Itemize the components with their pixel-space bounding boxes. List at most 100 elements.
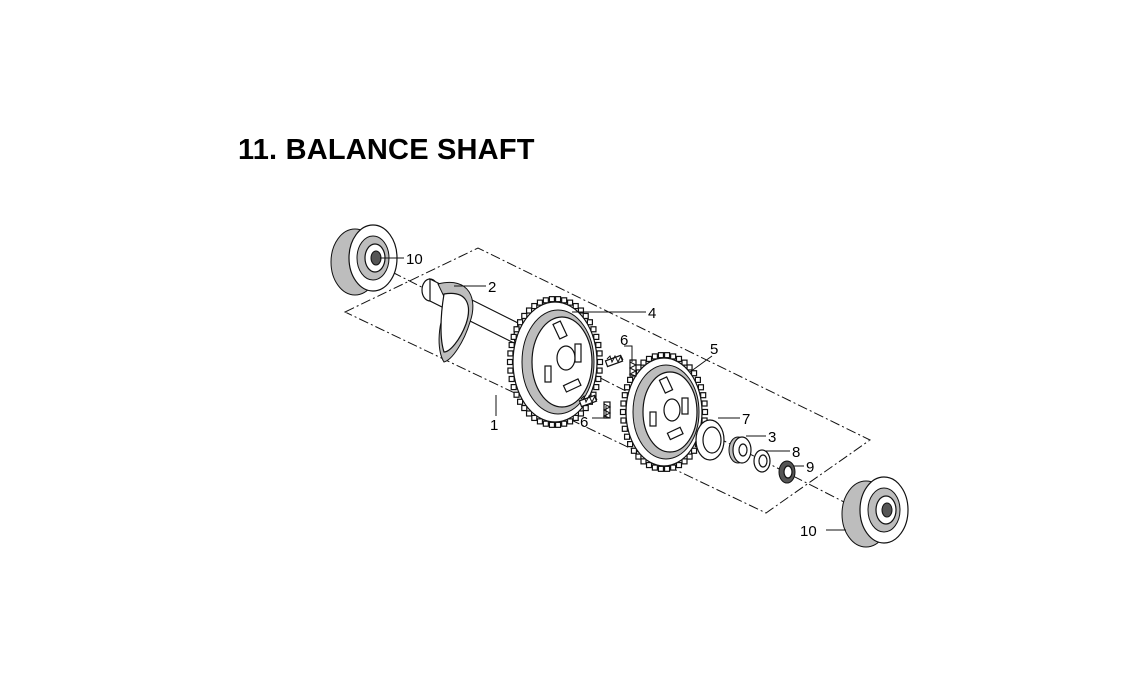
gear-tooth: [623, 433, 631, 440]
gear-tooth: [675, 461, 683, 469]
gear-tooth: [690, 370, 698, 377]
spring-lower-right: [602, 401, 612, 419]
gear-tooth: [640, 359, 647, 366]
drive-gear: [506, 296, 604, 428]
leader-6-bottom: [592, 406, 607, 419]
gear-tooth: [627, 441, 634, 448]
gear-tooth: [516, 319, 524, 326]
callout-6-top: 6: [620, 332, 628, 349]
thrust-washer: [695, 419, 725, 461]
callout-3: 3: [768, 429, 776, 446]
gear-tooth: [627, 376, 634, 383]
collar: [728, 436, 752, 464]
gear-tooth: [525, 307, 533, 314]
gear-tooth: [586, 319, 594, 326]
gear-tooth: [620, 417, 627, 424]
gear-tooth: [621, 425, 628, 432]
gear-tooth: [686, 364, 693, 371]
spring-lower-left: [578, 394, 598, 408]
gear-tooth: [542, 297, 549, 304]
gear-tooth: [663, 352, 671, 359]
spring-upper-left: [604, 354, 624, 368]
gear-tooth: [657, 352, 665, 359]
gear-tooth: [572, 414, 579, 422]
gear-tooth: [516, 398, 524, 405]
gear-tooth: [593, 333, 600, 341]
gear-tooth: [595, 375, 602, 383]
gear-tooth: [663, 465, 671, 472]
callout-10-bottom: 10: [800, 523, 817, 540]
gear-tooth: [651, 353, 658, 360]
gear-tooth: [596, 350, 603, 357]
balance-shaft: [421, 278, 531, 363]
callout-6-bottom: 6: [580, 414, 588, 431]
callout-1: 1: [490, 417, 498, 434]
gear-tooth: [640, 458, 647, 465]
gear-tooth: [542, 420, 549, 427]
callout-5: 5: [710, 341, 718, 358]
gear-tooth: [686, 453, 693, 460]
gear-tooth: [508, 375, 515, 383]
page-title: 11. BALANCE SHAFT: [238, 134, 535, 166]
gear-tooth: [623, 384, 631, 391]
bearing-right: [841, 476, 909, 548]
gear-tooth: [701, 400, 708, 407]
gear-tooth: [531, 302, 538, 310]
gear-tooth: [700, 392, 707, 399]
gear-tooth: [635, 453, 642, 460]
callout-4: 4: [648, 305, 656, 322]
bearing-left: [330, 224, 398, 296]
gear-tooth: [690, 447, 698, 454]
gear-tooth: [670, 464, 677, 471]
callout-10-top: 10: [406, 251, 423, 268]
gear-tooth: [596, 358, 604, 366]
leader-6-top: [624, 345, 633, 362]
callout-7: 7: [742, 411, 750, 428]
gear-tooth: [681, 359, 688, 366]
gear-tooth: [651, 464, 658, 471]
gear-tooth: [681, 458, 688, 465]
gear-tooth: [621, 392, 628, 399]
gear-tooth: [507, 350, 514, 357]
gear-tooth: [521, 404, 528, 412]
gear-tooth: [596, 367, 603, 374]
gear-tooth: [694, 376, 701, 383]
gear-tooth: [645, 355, 653, 363]
gear-tooth: [508, 341, 515, 349]
gear-tooth: [620, 400, 627, 407]
lock-nut: [778, 460, 796, 484]
callout-9: 9: [806, 459, 814, 476]
gear-tooth: [577, 307, 585, 314]
assembly-outline: [343, 247, 871, 514]
gear-tooth: [507, 367, 514, 374]
gear-tooth: [697, 384, 705, 391]
gear-tooth: [593, 383, 600, 391]
gear-tooth: [531, 414, 538, 422]
washer: [753, 449, 771, 473]
gear-tooth: [670, 353, 677, 360]
gear-tooth: [572, 302, 579, 310]
gear-tooth: [554, 421, 562, 428]
leader-5: [689, 355, 713, 373]
gear-tooth: [619, 408, 627, 416]
gear-tooth: [595, 341, 602, 349]
callout-8: 8: [792, 444, 800, 461]
gear-tooth: [548, 421, 556, 428]
gear-tooth: [645, 461, 653, 469]
gear-tooth: [521, 312, 528, 320]
spring-upper-right: [628, 359, 638, 377]
gear-tooth: [510, 333, 517, 341]
callout-2: 2: [488, 279, 496, 296]
gear-tooth: [548, 296, 556, 303]
gear-tooth: [525, 410, 533, 417]
gear-tooth: [510, 383, 517, 391]
gear-tooth: [657, 465, 665, 472]
gear-tooth: [561, 420, 568, 427]
gear-tooth: [630, 447, 638, 454]
gear-tooth: [506, 358, 514, 366]
gear-tooth: [675, 355, 683, 363]
gear-tooth: [701, 408, 709, 416]
gear-tooth: [561, 297, 568, 304]
gear-tooth: [554, 296, 562, 303]
